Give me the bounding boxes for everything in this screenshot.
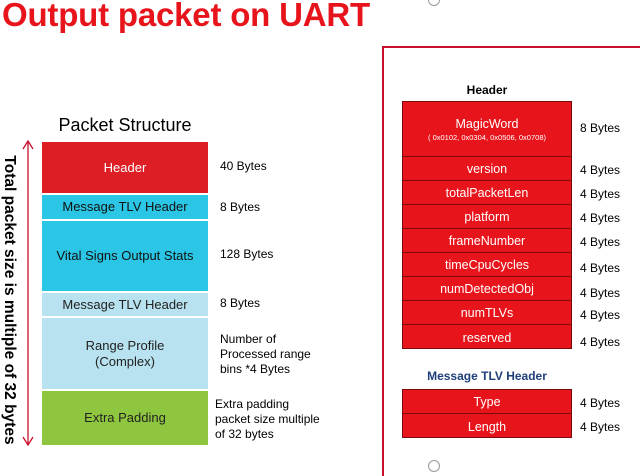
header-title: Header: [466, 83, 508, 97]
size-totalpacketlen: 4 Bytes: [580, 187, 621, 201]
size-platform: 4 Bytes: [580, 211, 621, 225]
block-vital-signs-stats: Vital Signs Output Stats: [41, 220, 209, 292]
size-magicword: 8 Bytes: [580, 121, 621, 135]
total-size-label: Total packet size is multiple of 32 byte…: [1, 155, 18, 445]
field-type: Type: [403, 390, 571, 414]
field-platform: platform: [403, 205, 571, 229]
field-reserved: reserved: [462, 330, 512, 345]
size-numtlvs: 4 Bytes: [580, 308, 621, 322]
size-version: 4 Bytes: [580, 163, 621, 177]
decorative-circle: [428, 0, 440, 6]
field-version: version: [403, 157, 571, 181]
field-length: Length: [467, 419, 507, 434]
size-type: 4 Bytes: [580, 396, 621, 410]
block-message-tlv-header-2: Message TLV Header: [41, 292, 209, 317]
field-numtlvs: numTLVs: [403, 301, 571, 325]
block-header: Header: [41, 141, 209, 194]
double-arrow-icon: [22, 139, 34, 447]
structure-title: Packet Structure: [58, 115, 192, 135]
field-totalpacketlen: totalPacketLen: [403, 181, 571, 205]
size-timecpucycles: 4 Bytes: [580, 261, 621, 275]
size-reserved: 4 Bytes: [580, 335, 621, 349]
size-extra-padding: Extra padding packet size multiple of 32…: [215, 397, 320, 441]
size-tlv-header: 8 Bytes: [220, 200, 261, 214]
size-range-profile: Number of Processed range bins *4 Bytes: [220, 332, 311, 376]
tlv-header-title: Message TLV Header: [427, 369, 547, 383]
field-numdetectedobj: numDetectedObj: [403, 277, 571, 301]
header-panel: [382, 46, 640, 476]
size-numdetectedobj: 4 Bytes: [580, 286, 621, 300]
field-framenumber: frameNumber: [403, 229, 571, 253]
size-length: 4 Bytes: [580, 420, 621, 434]
block-range-profile: Range Profile (Complex): [41, 317, 209, 390]
block-message-tlv-header: Message TLV Header: [41, 194, 209, 220]
size-stats: 128 Bytes: [220, 247, 274, 261]
size-tlv-header-2: 8 Bytes: [220, 296, 261, 310]
page-title: Output packet on UART: [2, 0, 370, 33]
block-extra-padding: Extra Padding: [41, 390, 209, 446]
field-timecpucycles: timeCpuCycles: [403, 253, 571, 277]
tlv-fields: Type Length: [402, 389, 572, 438]
field-magicword: MagicWord ( 0x0102, 0x0304, 0x0506, 0x07…: [403, 102, 571, 157]
size-framenumber: 4 Bytes: [580, 235, 621, 249]
size-header: 40 Bytes: [220, 159, 267, 173]
header-fields: MagicWord ( 0x0102, 0x0304, 0x0506, 0x07…: [402, 101, 572, 349]
